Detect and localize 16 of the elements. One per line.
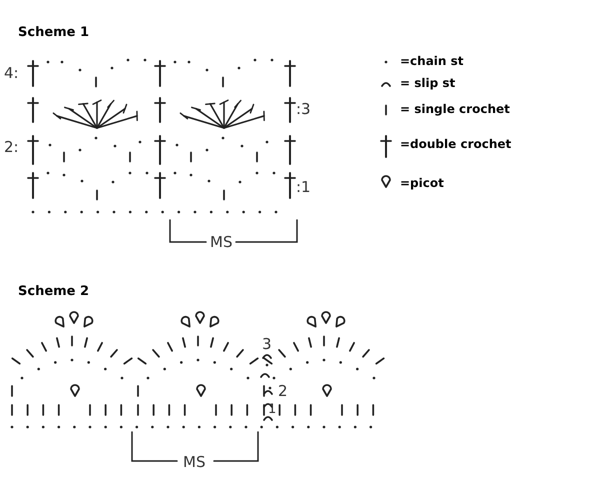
legend-text: =picot xyxy=(400,177,444,189)
row-number: 4: xyxy=(4,66,19,81)
row-number: 3 xyxy=(262,337,272,352)
row-number: 2: xyxy=(4,140,19,155)
legend-text: =chain st xyxy=(400,55,464,67)
repeat-label: MS xyxy=(183,455,206,470)
row-number: 2 xyxy=(278,384,288,399)
row-number: :1 xyxy=(296,180,311,195)
scheme-title: Scheme 1 xyxy=(18,26,90,39)
legend-text: =double crochet xyxy=(400,138,512,150)
row-number: :3 xyxy=(296,102,311,117)
legend-text: = slip st xyxy=(400,77,456,89)
repeat-label: MS xyxy=(210,235,232,250)
row-number: 1 xyxy=(268,403,276,416)
legend-text: = single crochet xyxy=(400,103,510,115)
scheme-title: Scheme 2 xyxy=(18,285,90,298)
